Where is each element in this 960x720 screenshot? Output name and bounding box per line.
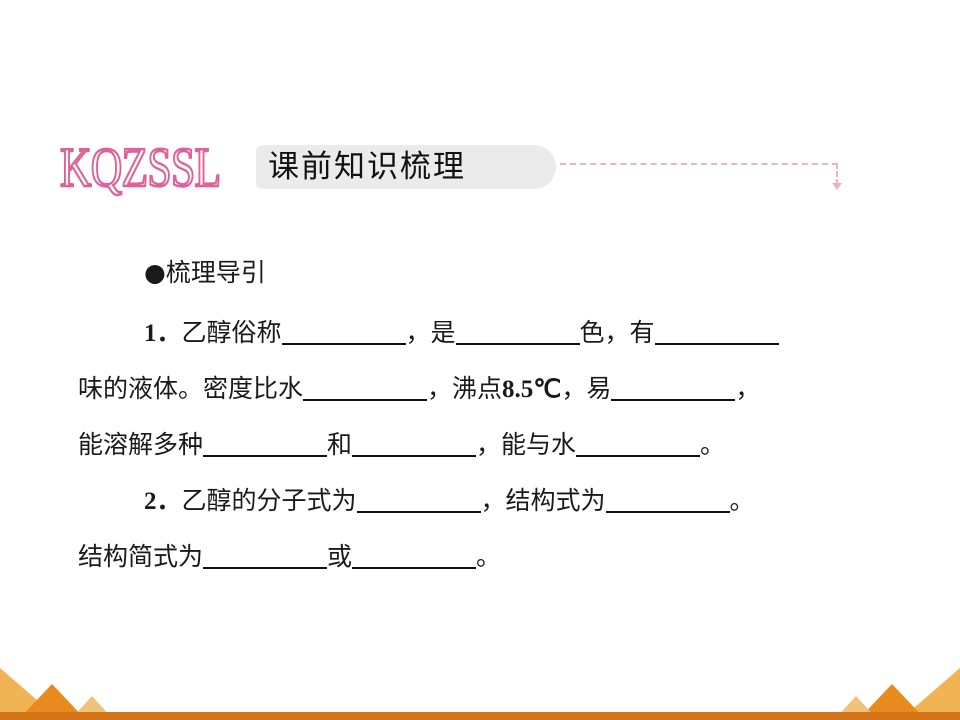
dashed-connector-down xyxy=(836,163,838,185)
question-2-line-2: 结构简式为 或 。 xyxy=(78,542,908,572)
question-1-line-3: 能溶解多种 和 ，能与水 。 xyxy=(78,430,908,460)
question-text: 。 xyxy=(476,542,502,571)
answer-blank[interactable] xyxy=(203,433,328,457)
question-text: ，能与水 xyxy=(476,430,577,459)
question-text: 能溶解多种 xyxy=(78,430,204,459)
arrow-down-icon xyxy=(832,183,842,190)
section-logo: KQZSSL xyxy=(59,137,222,199)
answer-blank[interactable] xyxy=(605,489,730,513)
section-title: 课前知识梳理 xyxy=(268,149,466,185)
question-number: 1． xyxy=(144,320,182,347)
question-text: 味的液体。密度比水 xyxy=(78,374,304,403)
answer-blank[interactable] xyxy=(455,321,580,345)
question-text: 或 xyxy=(327,542,353,571)
question-text: 乙醇的分子式为 xyxy=(181,486,357,515)
answer-blank[interactable] xyxy=(281,321,406,345)
answer-blank[interactable] xyxy=(611,377,736,401)
question-text: 。 xyxy=(729,486,755,515)
bottom-strip xyxy=(0,712,960,720)
answer-blank[interactable] xyxy=(203,545,328,569)
title-banner xyxy=(256,145,556,189)
answer-blank[interactable] xyxy=(654,321,779,345)
bullet-icon: ● xyxy=(144,258,166,287)
question-text: 乙醇俗称 xyxy=(181,318,282,347)
question-text: ， xyxy=(735,374,761,403)
question-text: ，沸点 xyxy=(427,374,503,403)
question-text: 色，有 xyxy=(579,318,655,347)
answer-blank[interactable] xyxy=(576,433,701,457)
question-1-line-1: 1．乙醇俗称 ，是 色，有 xyxy=(78,318,908,349)
answer-blank[interactable] xyxy=(356,489,481,513)
intro-heading: ●梳理导引 xyxy=(78,258,908,288)
question-1-line-2: 味的液体。密度比水 ，沸点8.5℃，易 ， xyxy=(78,374,908,405)
question-text: ，结构式为 xyxy=(480,486,606,515)
dashed-connector xyxy=(560,163,838,165)
intro-heading-text: 梳理导引 xyxy=(165,258,266,287)
answer-blank[interactable] xyxy=(352,545,477,569)
question-number: 2． xyxy=(144,488,182,515)
question-text: 和 xyxy=(327,430,353,459)
boiling-point-value: 8.5℃ xyxy=(502,376,562,403)
question-text: ，是 xyxy=(405,318,456,347)
question-text: ，易 xyxy=(561,374,612,403)
question-text: 结构简式为 xyxy=(78,542,204,571)
answer-blank[interactable] xyxy=(303,377,428,401)
answer-blank[interactable] xyxy=(352,433,477,457)
question-2-line-1: 2．乙醇的分子式为 ，结构式为 。 xyxy=(78,486,908,517)
question-text: 。 xyxy=(700,430,726,459)
